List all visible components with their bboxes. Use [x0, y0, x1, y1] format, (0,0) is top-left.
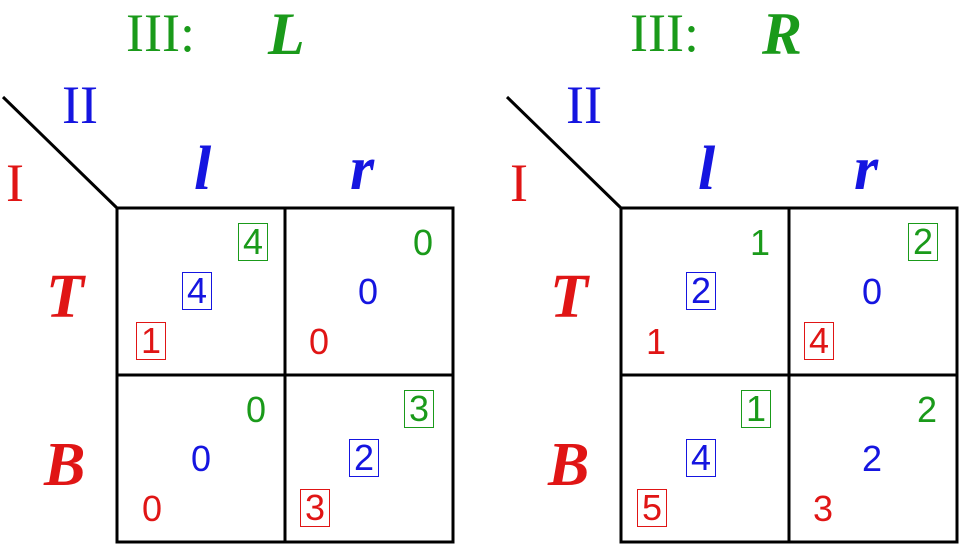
grid-lines: [505, 95, 959, 544]
payoff-player1: 3: [813, 488, 834, 529]
payoff-player2: 2: [686, 272, 717, 310]
payoff-player1: 1: [136, 322, 167, 360]
payoff-player1: 3: [300, 489, 331, 527]
game-matrix-right: III: R II I l r T B 1 2 1 2 0 4 1 4 5 2 …: [504, 0, 960, 547]
payoff-player1: 1: [646, 321, 667, 362]
player1-label: I: [6, 153, 24, 213]
grid-lines: [1, 95, 455, 544]
payoff-player3: 0: [246, 389, 267, 430]
col-label-l: l: [194, 135, 212, 203]
player2-label: II: [62, 75, 98, 135]
payoff-player3: 0: [413, 222, 434, 263]
game-title-move: R: [762, 1, 803, 67]
payoff-player3: 2: [917, 389, 938, 430]
payoff-player2: 4: [686, 439, 717, 477]
payoff-player3: 3: [404, 390, 435, 428]
payoff-player2: 2: [862, 438, 883, 479]
player1-label: I: [510, 153, 528, 213]
payoff-player1: 0: [309, 321, 330, 362]
payoff-player2: 0: [358, 271, 379, 312]
row-label-T: T: [46, 263, 84, 331]
game-matrix-left: III: L II I l r T B 4 4 1 0 0 0 0 0 0 3 …: [1, 1, 455, 544]
payoff-player3: 1: [741, 390, 772, 428]
game-title-move: L: [268, 1, 305, 67]
row-label-B: B: [548, 431, 590, 499]
row-label-T: T: [550, 263, 588, 331]
player2-label: II: [566, 75, 602, 135]
payoff-player2: 0: [862, 271, 883, 312]
payoff-player1: 4: [804, 322, 835, 360]
row-label-B: B: [44, 431, 86, 499]
payoff-player1: 5: [637, 489, 668, 527]
payoff-player2: 4: [182, 272, 213, 310]
game-title-prefix: III:: [126, 3, 195, 63]
payoff-player3: 2: [908, 223, 939, 261]
col-label-r: r: [350, 135, 375, 203]
payoff-player2: 0: [191, 438, 212, 479]
payoff-player3: 1: [750, 222, 771, 263]
payoff-player2: 2: [349, 439, 380, 477]
game-title-prefix: III:: [630, 3, 699, 63]
col-label-l: l: [698, 135, 716, 203]
payoff-player1: 0: [142, 488, 163, 529]
col-label-r: r: [854, 135, 879, 203]
payoff-player3: 4: [238, 223, 269, 261]
